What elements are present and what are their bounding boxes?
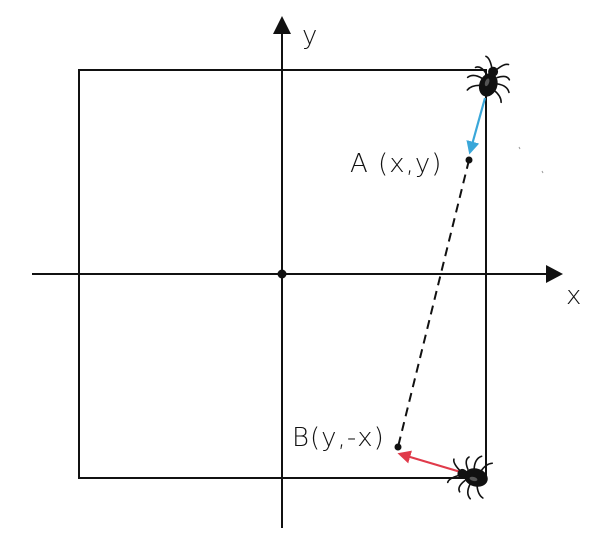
dashed-segment-a-b <box>397 159 470 448</box>
y-axis-label: y <box>302 21 317 51</box>
y-axis-arrowhead <box>273 16 291 34</box>
x-axis-label: x <box>566 281 581 311</box>
x-axis-arrowhead <box>546 265 563 283</box>
point-a-label: A (x,y) <box>350 149 442 179</box>
stray-mark <box>518 146 521 150</box>
point-b-label: B(y,-x) <box>292 423 385 453</box>
bug-icon <box>462 52 519 105</box>
point-b <box>394 443 402 451</box>
stray-mark <box>541 170 544 174</box>
red-arrow <box>397 450 465 475</box>
blue-arrow <box>466 97 487 155</box>
point-a <box>465 156 473 164</box>
origin-point <box>277 269 287 279</box>
